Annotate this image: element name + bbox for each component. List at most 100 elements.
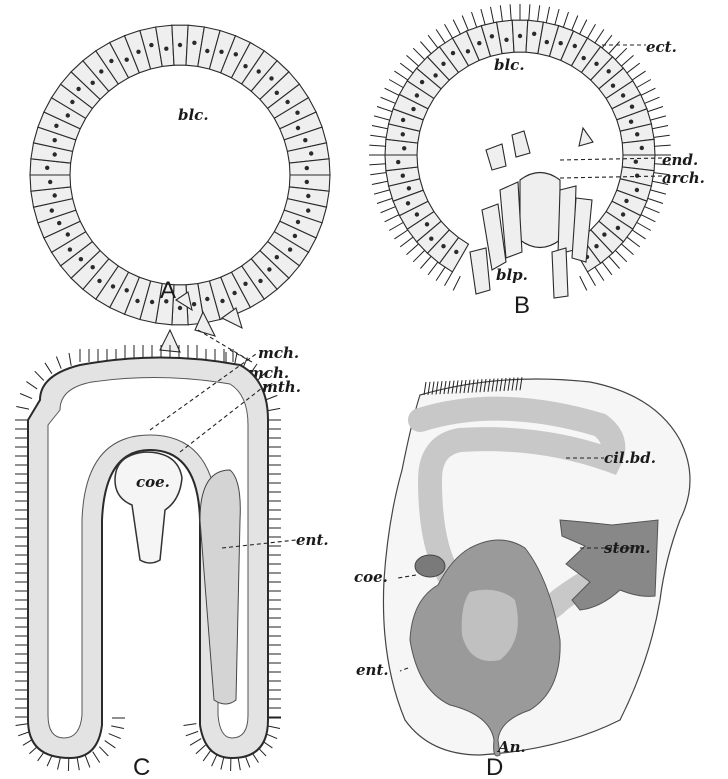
cilium — [394, 71, 407, 80]
cell-nucleus — [634, 160, 638, 164]
cilium — [93, 752, 100, 763]
cilium — [538, 5, 540, 21]
cell-nucleus — [53, 193, 57, 197]
cell-nucleus — [545, 40, 549, 44]
cell-nucleus — [258, 279, 262, 283]
cilium — [407, 55, 419, 66]
cilium — [445, 24, 453, 38]
label-c-mch: mch. — [258, 344, 299, 362]
cell-nucleus — [624, 199, 628, 203]
label-b-blc: blc. — [494, 56, 525, 74]
cilium — [602, 262, 612, 275]
cilium — [413, 48, 424, 59]
cilium — [400, 237, 413, 247]
cell-nucleus — [136, 50, 140, 54]
label-d-ent: ent. — [356, 661, 389, 679]
cell-nucleus — [267, 267, 271, 271]
cell-nucleus — [53, 152, 57, 156]
cilium — [428, 262, 438, 275]
cell-nucleus — [192, 41, 196, 45]
cilium — [16, 724, 29, 726]
panel-a-letter: A — [160, 277, 176, 304]
cilium — [453, 20, 460, 34]
cell-nucleus — [293, 234, 297, 238]
cilium — [45, 363, 52, 374]
cilium — [420, 42, 431, 54]
cilium — [616, 251, 627, 262]
cilium — [645, 97, 660, 103]
label-c-ent: ent. — [296, 531, 329, 549]
cilium — [377, 107, 392, 112]
panel-c-coelom — [115, 452, 182, 563]
cell-nucleus — [573, 44, 577, 48]
cell-nucleus — [54, 124, 58, 128]
label-c-coe: coe. — [136, 473, 170, 491]
label-d-stom: stom. — [604, 539, 650, 557]
cell-nucleus — [559, 41, 563, 45]
cell-nucleus — [111, 284, 115, 288]
cell-nucleus — [296, 220, 300, 224]
cell-nucleus — [150, 300, 154, 304]
panel-d-coelom — [415, 555, 445, 577]
cell-nucleus — [490, 34, 494, 38]
cilium — [632, 230, 645, 239]
cell-nucleus — [411, 107, 415, 111]
cell-nucleus — [66, 113, 70, 117]
cilium — [394, 230, 407, 239]
cell-nucleus — [125, 58, 129, 62]
cilium — [529, 4, 530, 20]
cell-nucleus — [635, 188, 639, 192]
cell-nucleus — [306, 194, 310, 198]
cilium — [650, 190, 666, 194]
cilium — [481, 9, 485, 25]
cilium — [572, 16, 578, 31]
cell-nucleus — [607, 69, 611, 73]
cell-nucleus — [178, 306, 182, 310]
cell-nucleus — [630, 105, 634, 109]
cilium — [595, 267, 604, 280]
cilium — [377, 198, 392, 203]
cell-nucleus — [164, 47, 168, 51]
cell-nucleus — [611, 84, 615, 88]
label-b-ect: ect. — [646, 38, 677, 56]
cilium — [428, 35, 438, 48]
panel-a-blastula-wall — [30, 25, 330, 325]
cell-nucleus — [70, 100, 74, 104]
cell-nucleus — [243, 282, 247, 286]
cilium — [35, 371, 44, 380]
cilium — [372, 181, 388, 184]
cilium — [203, 750, 211, 761]
cilium — [212, 754, 217, 766]
label-b-arch: arch. — [662, 169, 705, 187]
cell-nucleus — [594, 62, 598, 66]
cilium — [637, 223, 651, 231]
cilium — [654, 135, 670, 137]
cell-nucleus — [425, 222, 429, 226]
cell-nucleus — [305, 180, 309, 184]
cilium — [369, 164, 385, 165]
cell-nucleus — [477, 41, 481, 45]
cilium — [627, 63, 640, 73]
cell-nucleus — [415, 212, 419, 216]
cell-nucleus — [582, 56, 586, 60]
cilium — [109, 734, 121, 739]
cilium — [641, 88, 655, 95]
cilium — [374, 190, 390, 194]
cilium — [58, 757, 61, 770]
cilium — [453, 276, 460, 290]
panel-d-letter: D — [486, 754, 503, 779]
cell-nucleus — [635, 132, 639, 136]
panel-d: cil.bd. stom. coe. ent. An. D — [354, 377, 690, 779]
cell-nucleus — [219, 50, 223, 54]
cilium — [374, 116, 390, 120]
cell-nucleus — [232, 291, 236, 295]
cell-nucleus — [429, 237, 433, 241]
cilium — [238, 757, 240, 770]
cilium — [588, 272, 596, 286]
panel-b-letter: B — [514, 292, 530, 319]
cell-nucleus — [91, 81, 95, 85]
cilium — [265, 395, 277, 400]
cilium — [389, 80, 403, 88]
cell-nucleus — [454, 250, 458, 254]
cell-nucleus — [402, 146, 406, 150]
